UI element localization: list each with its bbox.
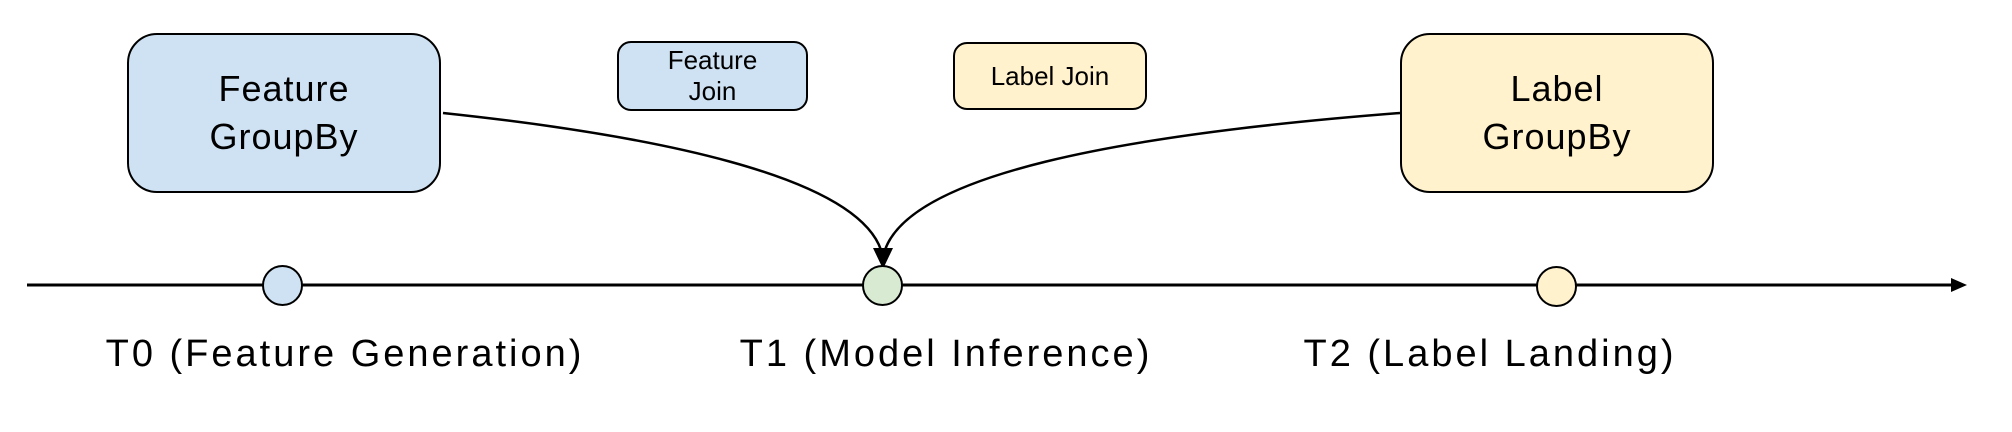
t0-label: T0 (Feature Generation) <box>105 333 585 375</box>
label-groupby-to-t1-arrow <box>883 111 1401 251</box>
label-join-box: Label Join <box>953 42 1147 110</box>
timeline-arrowhead-icon <box>1951 278 1967 292</box>
feature-groupby-label: Feature GroupBy <box>209 68 359 157</box>
t0-timeline-dot <box>262 265 303 306</box>
label-groupby-label: Label GroupBy <box>1482 68 1632 157</box>
t2-timeline-dot <box>1536 266 1577 307</box>
t1-label: T1 (Model Inference) <box>739 333 1153 375</box>
converge-arrowhead-icon <box>873 248 893 269</box>
t1-timeline-dot <box>862 265 903 306</box>
t2-label: T2 (Label Landing) <box>1303 333 1677 375</box>
label-groupby-box: Label GroupBy <box>1400 33 1714 193</box>
feature-groupby-to-t1-arrow <box>442 111 883 251</box>
feature-join-box: Feature Join <box>617 41 808 111</box>
label-join-label: Label Join <box>990 60 1110 91</box>
feature-join-label: Feature Join <box>667 45 758 106</box>
feature-groupby-box: Feature GroupBy <box>127 33 441 193</box>
